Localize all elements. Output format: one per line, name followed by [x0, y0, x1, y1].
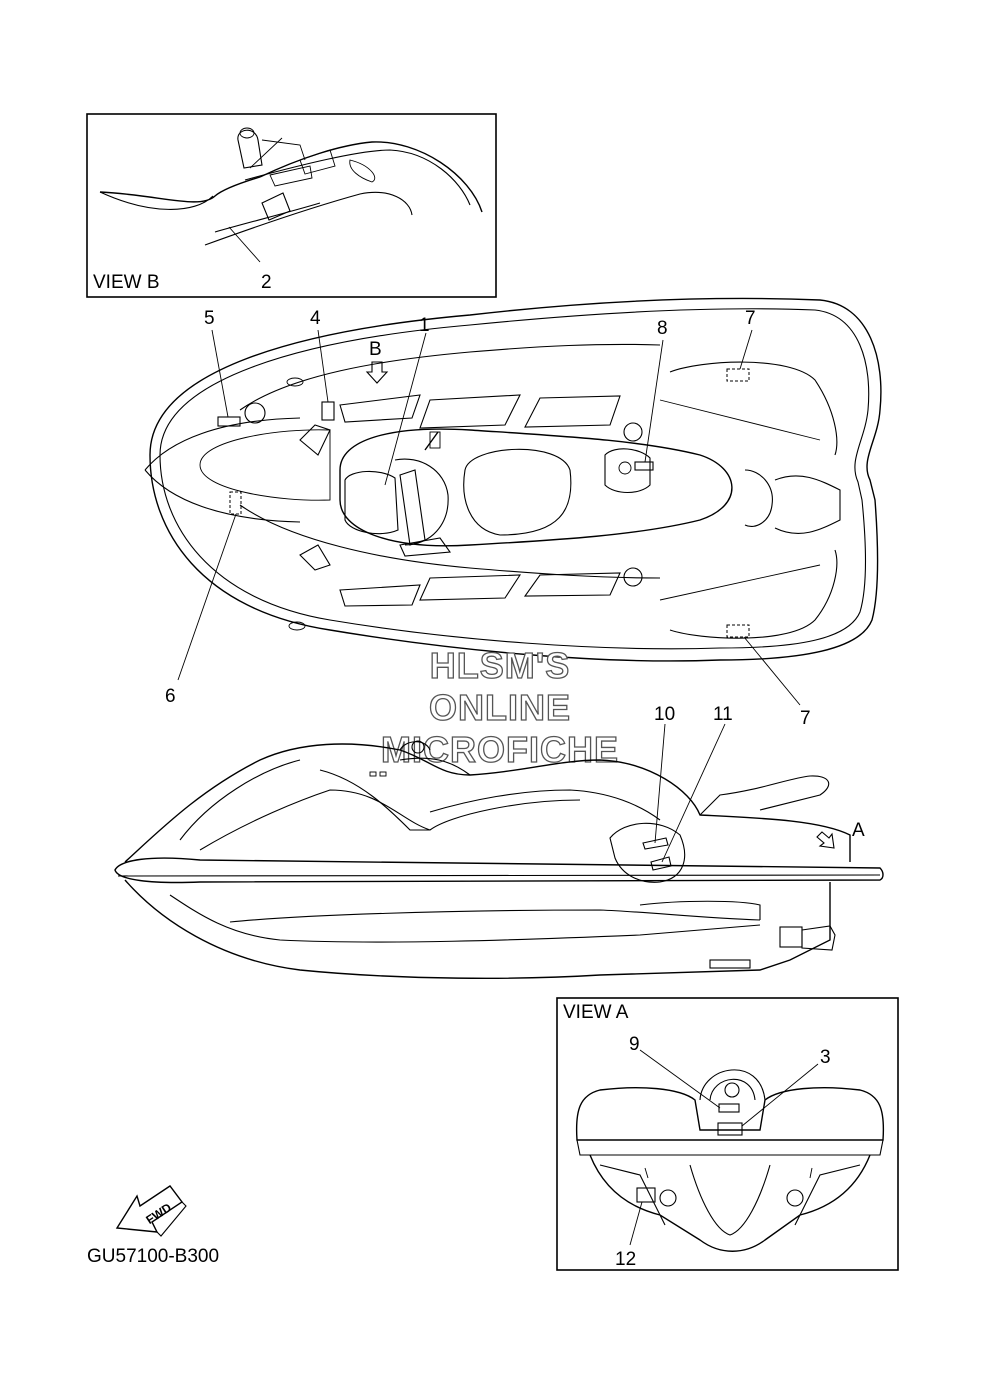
leader-12	[629, 1201, 643, 1246]
callout-3: 3	[820, 1047, 831, 1068]
view-b-arrow-label: B	[369, 339, 382, 360]
view-b-hull-line	[99, 176, 261, 203]
view-b-deck-line	[259, 141, 483, 213]
leader-9	[639, 1049, 721, 1109]
leader-4	[317, 329, 329, 403]
decal-10	[642, 837, 669, 850]
decal-11	[650, 856, 672, 871]
view-a-inset: VIEW A 9 3 12	[556, 997, 899, 1271]
callout-4: 4	[310, 308, 321, 329]
part-code: GU57100-B300	[87, 1246, 219, 1267]
callout-6: 6	[165, 686, 176, 707]
view-b-title: VIEW B	[93, 272, 160, 293]
callout-2: 2	[261, 272, 272, 293]
view-a-stern	[589, 1154, 871, 1252]
decal-4	[321, 401, 335, 421]
top-hull-outer	[149, 297, 882, 662]
side-view: 10 11 A A	[114, 704, 884, 979]
side-seat	[429, 789, 661, 821]
callout-11: 11	[713, 704, 733, 725]
callout-7-bottom: 7	[800, 708, 811, 729]
leader-10	[654, 723, 666, 844]
seat-area	[339, 428, 733, 547]
decal-7-bottom	[726, 624, 750, 638]
leader-8	[644, 339, 664, 463]
view-b-decal-2	[261, 192, 291, 221]
view-a-arrow-letter: A	[852, 820, 865, 841]
decal-8	[634, 461, 654, 471]
decal-9	[718, 1103, 740, 1113]
callout-9: 9	[629, 1034, 640, 1055]
view-a-arrow	[816, 831, 835, 849]
callout-7-top: 7	[745, 308, 756, 329]
top-view: B 5 4 1 8 7 6 7	[144, 297, 882, 729]
decal-6	[229, 491, 242, 515]
callout-8: 8	[657, 318, 668, 339]
leader-6	[177, 513, 237, 681]
leader-3	[741, 1063, 819, 1127]
fwd-label: FWD	[143, 1200, 174, 1227]
leader-1	[384, 332, 427, 486]
decal-12	[636, 1187, 656, 1203]
decal-3	[717, 1122, 743, 1136]
view-b-arrow	[365, 361, 389, 384]
fuel-cap	[244, 402, 266, 424]
view-b-frame	[86, 113, 497, 298]
callout-10: 10	[654, 704, 675, 725]
fwd-arrow: FWD	[115, 1185, 187, 1237]
leader-7-bottom	[743, 636, 801, 706]
side-deck-outline	[124, 743, 851, 863]
leader-5	[211, 329, 229, 418]
watermark-line-3: MICROFICHE	[381, 729, 619, 770]
footwell-left-front	[339, 394, 421, 423]
watermark: HLSM'S ONLINE MICROFICHE	[380, 644, 619, 770]
decal-5	[217, 416, 241, 427]
view-a-deck	[575, 1086, 885, 1141]
leader-2	[228, 226, 261, 263]
side-hull-lower	[124, 879, 831, 979]
callout-1: 1	[419, 315, 430, 336]
leader-11	[661, 723, 726, 863]
watermark-line-1: HLSM'S	[430, 645, 571, 686]
leader-7-top	[739, 329, 753, 370]
callout-5: 5	[204, 308, 215, 329]
side-gunwale	[114, 857, 884, 884]
footwell-right-front	[339, 584, 421, 607]
callout-12: 12	[615, 1249, 636, 1270]
side-panel	[609, 822, 686, 883]
bow-hatch	[199, 429, 331, 501]
view-a-title: VIEW A	[563, 1002, 629, 1023]
decal-7-top	[726, 368, 750, 382]
view-a-frame	[556, 997, 899, 1271]
view-b-inset: VIEW B 2	[86, 113, 497, 298]
watermark-line-2: ONLINE	[429, 687, 571, 728]
seat-cushion	[463, 448, 572, 536]
